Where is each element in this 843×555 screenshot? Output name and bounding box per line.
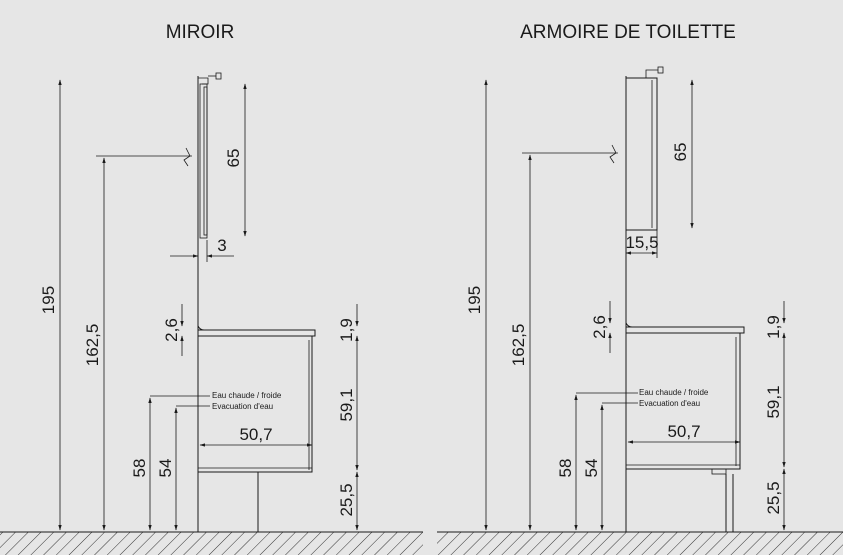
label-drain: Evacuation d'eau xyxy=(639,399,700,408)
dim-15-5: 15,5 xyxy=(625,233,658,252)
mirror-glass xyxy=(203,86,208,236)
vanity-cabinet xyxy=(197,335,313,473)
dim-65: 65 xyxy=(671,143,690,162)
armoire-cabinet xyxy=(625,77,658,231)
dim-65: 65 xyxy=(224,149,243,168)
dim-59-1: 59,1 xyxy=(764,385,783,418)
floor-hatch xyxy=(437,532,843,555)
panel-armoire: ARMOIRE DE TOILETTE 195 162,5 65 15, xyxy=(437,22,843,555)
break-symbol xyxy=(609,144,617,164)
dim-25-5: 25,5 xyxy=(337,483,356,516)
dim-2-6: 2,6 xyxy=(590,315,609,339)
dim-162-5: 162,5 xyxy=(83,324,102,367)
light-fixture-box xyxy=(215,72,222,80)
dim-58: 58 xyxy=(556,459,575,478)
light-fixture-box xyxy=(657,66,664,74)
countertop xyxy=(626,326,745,334)
floor-hatch xyxy=(0,532,423,555)
dim-162-5: 162,5 xyxy=(509,324,528,367)
label-hot-cold: Eau chaude / froide xyxy=(639,388,709,397)
countertop xyxy=(198,329,316,337)
dim-3: 3 xyxy=(217,236,226,255)
dim-50-7: 50,7 xyxy=(239,425,272,444)
dim-195: 195 xyxy=(465,286,484,314)
title-armoire: ARMOIRE DE TOILETTE xyxy=(520,22,736,43)
light-fixture xyxy=(198,77,209,85)
title-miroir: MIROIR xyxy=(166,22,235,43)
dim-1-9: 1,9 xyxy=(764,315,783,339)
mirror xyxy=(199,83,208,239)
dim-50-7: 50,7 xyxy=(667,422,700,441)
dim-25-5: 25,5 xyxy=(764,481,783,514)
dim-195: 195 xyxy=(39,286,58,314)
light-fixture xyxy=(645,69,658,78)
dim-58: 58 xyxy=(130,459,149,478)
dim-59-1: 59,1 xyxy=(337,388,356,421)
label-drain: Evacuation d'eau xyxy=(212,402,273,411)
dim-1-9: 1,9 xyxy=(337,318,356,342)
dim-2-6: 2,6 xyxy=(162,318,181,342)
vanity-cabinet xyxy=(625,332,741,470)
dim-54: 54 xyxy=(582,459,601,478)
dim-54: 54 xyxy=(156,459,175,478)
break-symbol xyxy=(183,147,191,167)
panel-miroir: MIROIR 195 162,5 65 xyxy=(0,22,423,555)
label-hot-cold: Eau chaude / froide xyxy=(212,391,282,400)
